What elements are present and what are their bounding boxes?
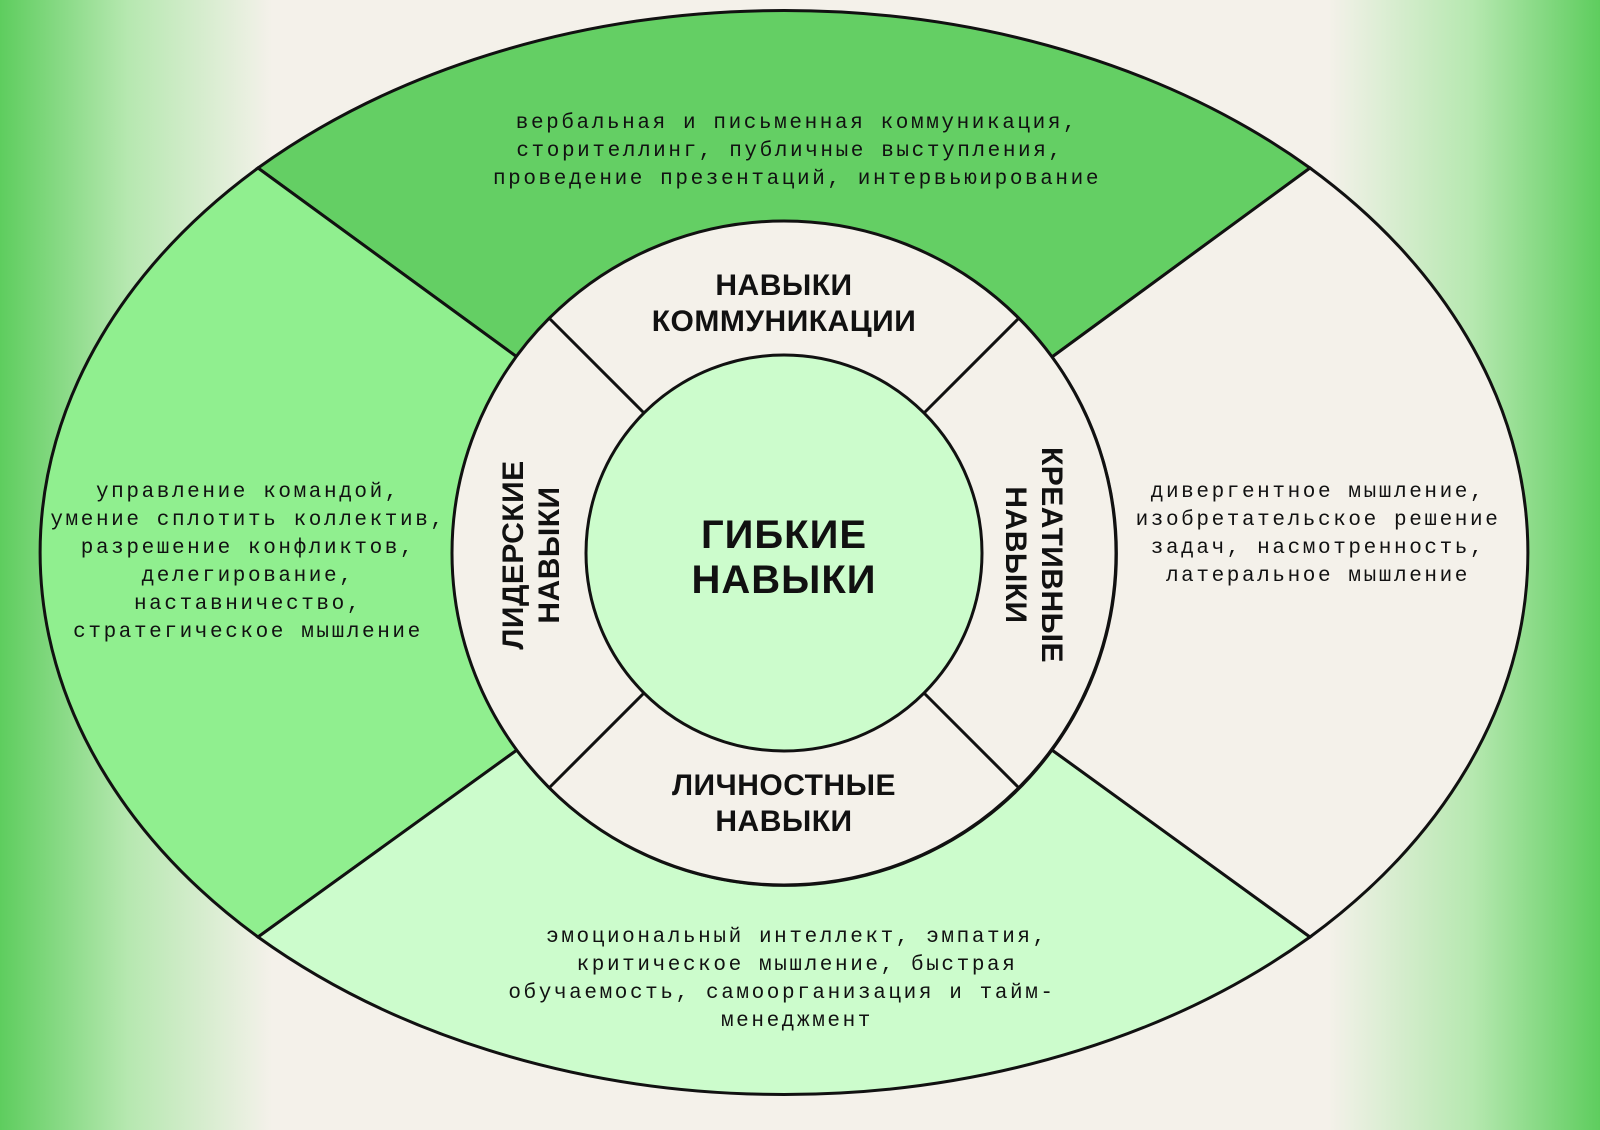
creative-heading: НАВЫКИ (999, 486, 1032, 623)
leadership-detail: наставничество, (134, 593, 362, 616)
communication-detail: сторителлинг, публичные выступления, (516, 140, 1063, 163)
personal-detail: эмоциональный интеллект, эмпатия, (546, 926, 1048, 949)
ring-divider (547, 316, 646, 415)
creative-detail: изобретательское решение (1136, 509, 1501, 532)
ring-divider (547, 691, 646, 790)
leadership-detail: управление командой, (96, 481, 400, 504)
creative-detail: задач, насмотренность, (1151, 537, 1485, 560)
leadership-heading: НАВЫКИ (533, 486, 566, 623)
center-title-line1: ГИБКИЕ (701, 513, 867, 557)
ring-divider (922, 691, 1021, 790)
creative-heading: КРЕАТИВНЫЕ (1035, 447, 1068, 663)
communication-detail: проведение презентаций, интервьюирование (493, 168, 1101, 191)
leadership-detail: разрешение конфликтов, (81, 537, 415, 560)
creative-detail: дивергентное мышление, (1151, 481, 1485, 504)
communication-heading: НАВЫКИ (715, 269, 852, 302)
leadership-detail: умение сплотить коллектив, (50, 509, 445, 532)
leadership-detail: делегирование, (142, 565, 355, 588)
ring-divider (922, 316, 1021, 415)
personal-detail: менеджмент (721, 1010, 873, 1033)
personal-heading: НАВЫКИ (715, 805, 852, 838)
personal-detail: обучаемость, самоорганизация и тайм- (508, 982, 1055, 1005)
communication-detail: вербальная и письменная коммуникация, (516, 112, 1078, 135)
core-circle (584, 353, 984, 753)
center-title-line2: НАВЫКИ (692, 558, 877, 602)
creative-detail: латеральное мышление (1166, 565, 1470, 588)
leadership-heading: ЛИДЕРСКИЕ (497, 460, 530, 649)
personal-detail: критическое мышление, быстрая (577, 954, 1018, 977)
communication-heading: КОММУНИКАЦИИ (652, 305, 917, 338)
personal-heading: ЛИЧНОСТНЫЕ (672, 769, 896, 802)
leadership-detail: стратегическое мышление (73, 621, 423, 644)
